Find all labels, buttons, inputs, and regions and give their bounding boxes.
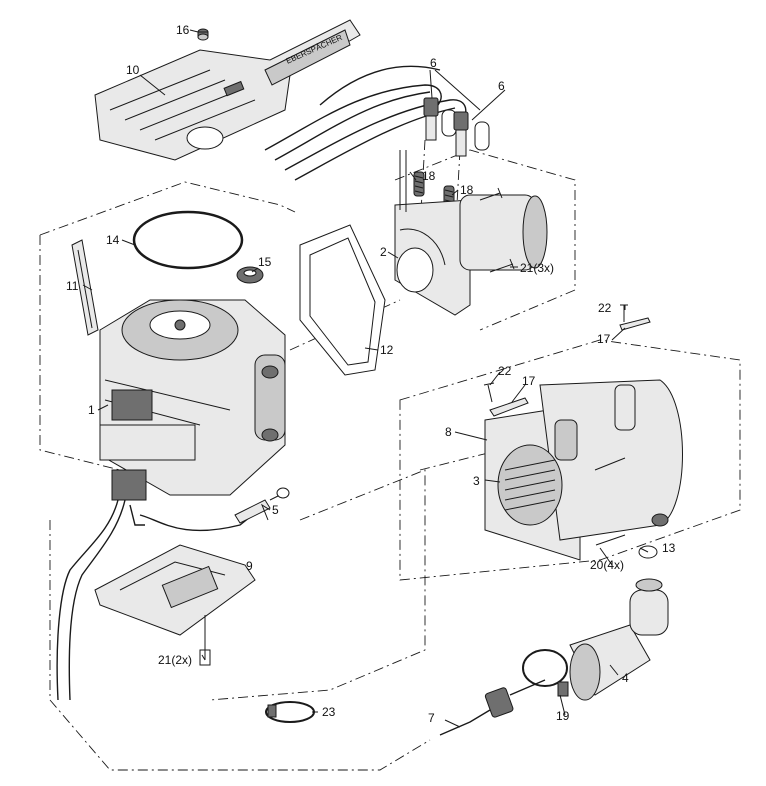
leader-lines [82, 29, 649, 728]
label-22b: 22 [498, 364, 512, 378]
sensor-6b [453, 111, 490, 157]
control-harness [56, 469, 266, 701]
motor-part [394, 150, 548, 316]
holder-17b [483, 382, 529, 417]
holder-17a [619, 304, 651, 331]
spring-18a [413, 171, 425, 197]
blower-housing-part [99, 299, 286, 496]
label-20: 20(4x) [590, 558, 624, 572]
label-7: 7 [428, 711, 435, 725]
gasket-part [299, 224, 386, 376]
label-18b: 18 [460, 183, 474, 197]
label-13: 13 [662, 541, 676, 555]
bracket-boundary [209, 469, 426, 701]
label-6b: 6 [498, 79, 505, 93]
label-22a: 22 [598, 301, 612, 315]
label-2: 2 [380, 245, 387, 259]
label-17b: 17 [522, 374, 536, 388]
screws-20 [594, 457, 626, 546]
strip-part [71, 239, 99, 336]
label-17a: 17 [597, 332, 611, 346]
label-6a: 6 [430, 56, 437, 70]
label-1: 1 [88, 403, 95, 417]
left-boundary [39, 235, 121, 471]
grommet-part [197, 28, 209, 41]
label-15: 15 [258, 255, 272, 269]
lower-assembly-boundary [49, 699, 431, 771]
motor-boundary [394, 149, 576, 331]
label-21a: 21(3x) [520, 261, 554, 275]
heat-exchanger-part [484, 379, 683, 561]
part-labels: 16 10 6 6 18 18 14 2 15 21(3x) 11 22 17 … [66, 23, 676, 725]
label-21b: 21(2x) [158, 653, 192, 667]
label-14: 14 [106, 233, 120, 247]
top-cover-part: EBERSPÄCHER [94, 19, 361, 161]
label-18a: 18 [422, 169, 436, 183]
label-4: 4 [622, 671, 629, 685]
clip-part [236, 266, 264, 284]
label-9: 9 [246, 559, 253, 573]
clamp-23-part [265, 701, 315, 723]
label-3: 3 [473, 474, 480, 488]
heat-exchanger-boundary [399, 339, 741, 581]
label-19: 19 [556, 709, 570, 723]
bracket-part [94, 544, 256, 666]
water-pump-part [569, 578, 669, 701]
label-16: 16 [176, 23, 190, 37]
label-5: 5 [272, 503, 279, 517]
label-23: 23 [322, 705, 336, 719]
label-11: 11 [66, 279, 79, 293]
upper-assembly-boundary [39, 181, 296, 236]
label-12: 12 [380, 343, 394, 357]
label-8: 8 [445, 425, 452, 439]
o-ring-part [132, 210, 244, 270]
pump-cable-part [439, 679, 546, 736]
glow-pin-part [234, 487, 290, 524]
sensor-6a [423, 97, 457, 141]
hose-clamp-19-part [522, 649, 569, 697]
label-10: 10 [126, 63, 140, 77]
